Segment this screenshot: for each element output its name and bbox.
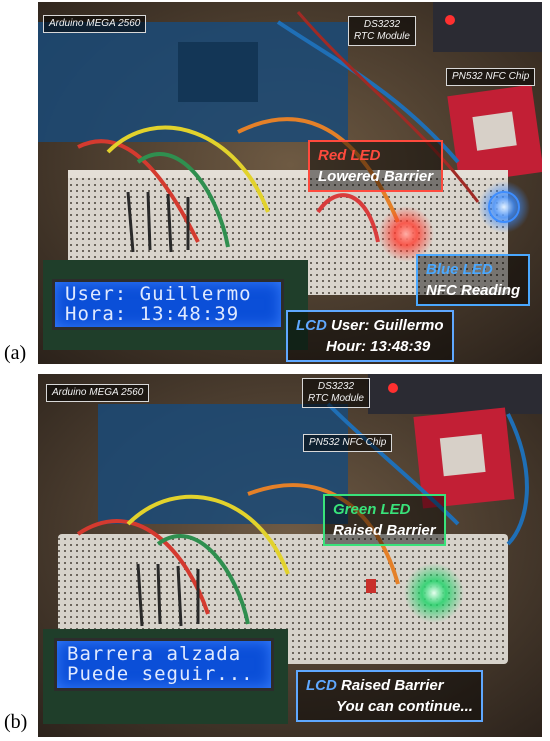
- callout-blue-led-title: Blue LED: [426, 261, 493, 278]
- callout-lcd: LCD Raised Barrier You can continue...: [296, 670, 483, 722]
- lcd-line-2: Puede seguir...: [67, 663, 254, 685]
- callout-rtc: DS3232 RTC Module: [348, 16, 416, 46]
- breadboard-photo-a: [38, 2, 542, 364]
- photo-panel-a: User: Guillermo Hora: 13:48:39 Arduino M…: [38, 2, 542, 364]
- callout-blue-led-text: NFC Reading: [426, 282, 521, 299]
- panel-label-a: (a): [4, 342, 27, 364]
- callout-lcd-line2: Hour: 13:48:39: [326, 338, 431, 355]
- callout-red-led: Red LED Lowered Barrier: [308, 140, 444, 192]
- callout-arduino: Arduino MEGA 2560: [46, 384, 150, 402]
- photo-panel-b: Barrera alzada Puede seguir... Arduino M…: [38, 374, 542, 737]
- lcd-line-1: User: Guillermo: [65, 283, 252, 305]
- callout-lcd-line2: You can continue...: [336, 698, 473, 715]
- callout-green-led-text: Raised Barrier: [333, 522, 436, 539]
- callout-lcd: LCD User: Guillermo Hour: 13:48:39: [286, 310, 454, 362]
- callout-arduino: Arduino MEGA 2560: [43, 15, 147, 33]
- callout-lcd-title: LCD: [306, 677, 337, 694]
- callout-rtc-line2: RTC Module: [354, 31, 410, 42]
- callout-rtc-line2: RTC Module: [308, 393, 364, 404]
- callout-green-led-title: Green LED: [333, 501, 411, 518]
- callout-lcd-line1: Raised Barrier: [341, 677, 444, 694]
- callout-red-led-text: Lowered Barrier: [318, 168, 434, 185]
- callout-lcd-line1: User: Guillermo: [331, 317, 444, 334]
- callout-blue-led: Blue LED NFC Reading: [416, 254, 531, 306]
- lcd-line-1: Barrera alzada: [67, 643, 242, 665]
- callout-green-led: Green LED Raised Barrier: [323, 494, 446, 546]
- callout-lcd-title: LCD: [296, 317, 327, 334]
- callout-nfc-chip: PN532 NFC Chip: [446, 68, 536, 86]
- callout-red-led-title: Red LED: [318, 147, 381, 164]
- callout-nfc-chip: PN532 NFC Chip: [303, 434, 393, 452]
- callout-rtc: DS3232 RTC Module: [302, 378, 370, 408]
- callout-rtc-line1: DS3232: [317, 381, 355, 392]
- lcd-line-2: Hora: 13:48:39: [65, 303, 240, 325]
- callout-rtc-line1: DS3232: [363, 19, 401, 30]
- panel-label-b: (b): [4, 711, 28, 733]
- lcd-screen-b: Barrera alzada Puede seguir...: [54, 638, 274, 691]
- lcd-screen-a: User: Guillermo Hora: 13:48:39: [52, 279, 284, 330]
